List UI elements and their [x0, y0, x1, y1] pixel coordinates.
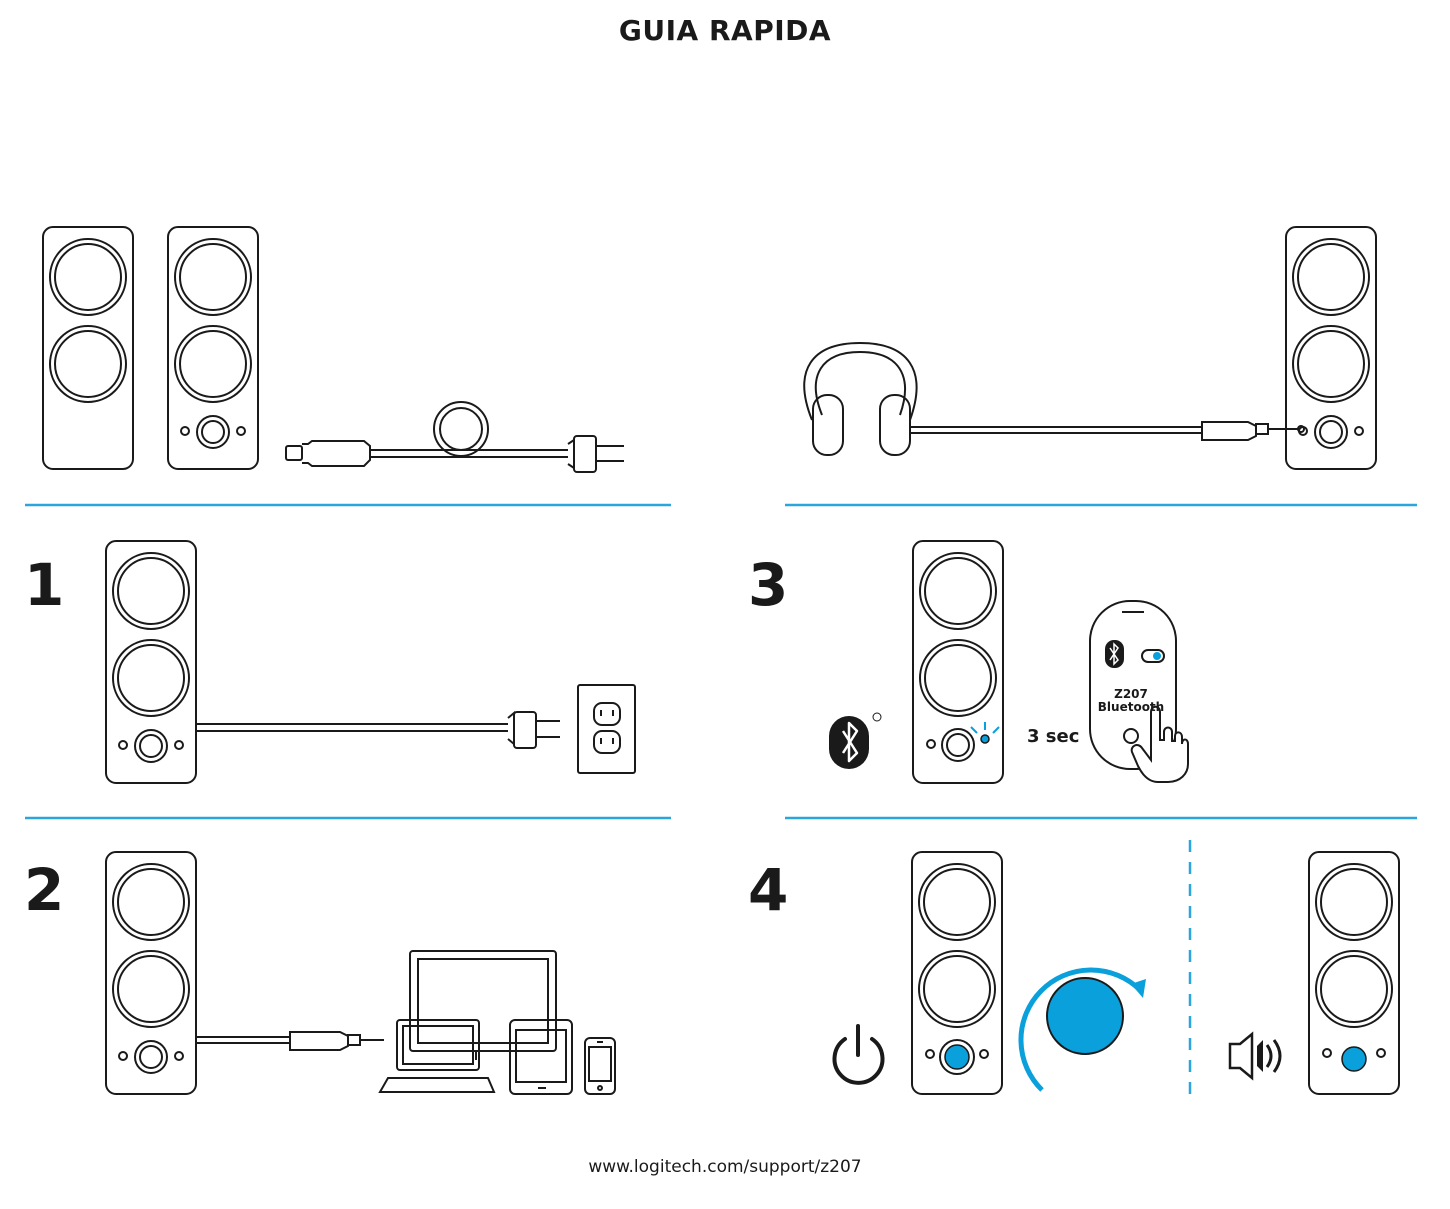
- power-cable: [285, 401, 624, 473]
- step-2-illustration: [105, 851, 616, 1095]
- laptop: [396, 1019, 480, 1071]
- phone-bluetooth-card: [1089, 600, 1177, 770]
- step-number-3: 3: [748, 551, 789, 619]
- volume-knob-rotate: [1018, 967, 1146, 1092]
- card-bluetooth-label: Bluetooth: [1098, 700, 1164, 714]
- phone: [584, 1037, 616, 1095]
- wall-outlet: [577, 684, 636, 774]
- step-number-4: 4: [748, 856, 789, 924]
- power-icon: [832, 1024, 885, 1085]
- registered-mark: [872, 712, 882, 722]
- step-1-illustration: [105, 540, 636, 784]
- box-contents-illustration: [42, 226, 624, 473]
- headphones-illustration: [803, 226, 1377, 470]
- step-3-illustration: [829, 540, 1189, 784]
- section-dividers: [25, 503, 1417, 1095]
- card-model: Z207: [1114, 687, 1148, 701]
- step-4-illustration: [832, 851, 1400, 1095]
- step-number-1: 1: [24, 551, 65, 619]
- support-url[interactable]: www.logitech.com/support/z207: [588, 1157, 862, 1177]
- monitor: [409, 950, 557, 1052]
- tablet: [509, 1019, 573, 1095]
- hold-duration: 3 sec: [1027, 726, 1079, 747]
- led-blink: [970, 722, 1000, 734]
- step-number-2: 2: [24, 856, 65, 924]
- speaker-volume-icon: [1228, 1031, 1282, 1081]
- page-title: GUIA RAPIDA: [618, 14, 832, 47]
- bluetooth-icon: [829, 716, 869, 769]
- hand-pointer-icon: [1130, 705, 1189, 783]
